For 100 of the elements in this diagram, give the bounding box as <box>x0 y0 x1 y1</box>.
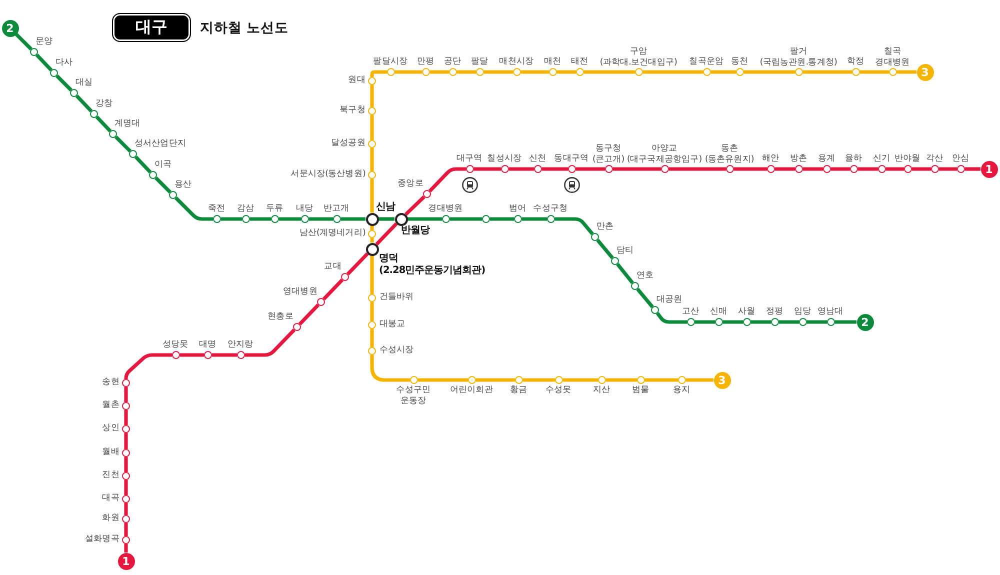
station-name: 반야월 <box>894 154 920 164</box>
subway-line <box>279 217 301 221</box>
subway-line <box>555 217 594 236</box>
station-name: 영남대 <box>817 307 844 318</box>
station-name: 동구청 (큰고개) <box>592 144 624 164</box>
station-name: 대실 <box>75 78 93 88</box>
subway-line <box>686 378 714 382</box>
station-name: 반고개 <box>323 204 350 214</box>
station-name: 아양교 (대구국제공항입구) <box>627 144 702 164</box>
station-name: 공단 <box>444 57 461 68</box>
subway-line <box>656 312 687 324</box>
station-name: 사월 <box>738 307 755 318</box>
subway-line <box>418 378 468 382</box>
subway-line <box>341 217 366 221</box>
subway-line <box>370 148 374 171</box>
subway-line <box>542 167 568 171</box>
subway-line <box>616 263 634 284</box>
station-name: 고산 <box>682 307 699 318</box>
subway-line <box>484 70 513 74</box>
station-name: 상인 <box>102 423 120 434</box>
station-name: 경대병원 <box>428 204 463 214</box>
station-name: 내당 <box>296 204 313 214</box>
station-name: 임당 <box>794 307 811 318</box>
station-name: 각산 <box>926 154 943 164</box>
station-name: 만촌 <box>596 222 614 232</box>
subway-line <box>807 320 827 324</box>
station-name: 중앙로 <box>398 179 424 190</box>
subway-line <box>606 378 637 382</box>
subway-line <box>557 70 576 74</box>
station-name: 영대병원 <box>283 287 318 298</box>
subway-line <box>75 94 93 112</box>
station-name: 구암 (과학대.보건대입구) <box>600 46 677 68</box>
station-name: 신매 <box>710 307 727 318</box>
station-name: 화원 <box>102 513 120 524</box>
station-name: 용계 <box>818 154 835 164</box>
station-name: 대공원 <box>656 295 682 306</box>
subway-line <box>370 70 387 77</box>
station-name: 대곡 <box>102 493 120 504</box>
subway-line <box>370 329 374 347</box>
subway-line <box>636 288 654 308</box>
station-name: 칠성시장 <box>487 154 522 164</box>
subway-line <box>124 523 128 536</box>
subway-line <box>428 167 466 192</box>
subway-line <box>35 54 53 72</box>
station-name: 매천시장 <box>499 57 534 68</box>
station-name: 용지 <box>672 385 690 396</box>
subway-line <box>245 328 296 357</box>
subway-line <box>124 410 128 425</box>
subway-line <box>474 167 501 171</box>
subway-line <box>134 156 152 174</box>
subway-line <box>56 74 72 92</box>
subway-line <box>370 179 374 212</box>
subway-line <box>613 167 661 171</box>
station-name: 방촌 <box>790 154 807 164</box>
station-name: 신천 <box>528 154 546 164</box>
subway-line <box>723 320 743 324</box>
subway-line <box>370 256 374 294</box>
station-name: 두류 <box>266 204 283 214</box>
subway-line <box>124 387 128 402</box>
line-number-badge: 1 <box>118 552 134 570</box>
subway-line <box>897 70 916 74</box>
subway-line <box>886 167 904 171</box>
station-name: 율하 <box>844 154 862 164</box>
subway-line <box>751 320 771 324</box>
station-name: 안지랑 <box>227 340 254 350</box>
subway-line <box>370 302 374 321</box>
subway-line <box>95 116 112 132</box>
subway-line <box>596 238 614 260</box>
station-name: 안심 <box>952 154 969 164</box>
station-name: 범어 <box>508 204 526 214</box>
subway-line <box>180 353 204 357</box>
station-name: 매천 <box>544 57 561 68</box>
station-name: 월촌 <box>102 400 120 411</box>
station-name: 서문시장(동산병원) <box>290 169 366 180</box>
subway-line <box>309 217 333 221</box>
subway-line <box>154 176 172 194</box>
subway-line <box>124 544 128 552</box>
station-name: 남산(계명네거리) <box>299 228 366 239</box>
station-name: 강창 <box>95 99 113 110</box>
station-name: 대명 <box>198 340 216 350</box>
station-name: 현충로 <box>268 312 294 322</box>
line-number-badge: 2 <box>2 20 18 36</box>
subway-line <box>803 167 823 171</box>
station-name: 동천 <box>730 57 748 68</box>
station-name: 감삼 <box>236 204 254 214</box>
station-name: 성서산업단지 <box>134 139 186 150</box>
subway-line <box>779 320 799 324</box>
line-number-badge: 3 <box>714 372 730 388</box>
station-name: 대구역 <box>456 154 482 164</box>
station-name: 황금 <box>510 385 527 396</box>
station-name: 칠곡운암 <box>689 57 724 68</box>
station-name: 신남 <box>376 201 395 213</box>
station-name: 담티 <box>616 246 634 256</box>
subway-line <box>858 167 878 171</box>
subway-line <box>939 167 957 171</box>
subway-line <box>375 222 398 246</box>
subway-line <box>490 217 514 221</box>
subway-line <box>430 70 449 74</box>
station-name: 교대 <box>324 262 342 272</box>
subway-line <box>831 167 850 171</box>
